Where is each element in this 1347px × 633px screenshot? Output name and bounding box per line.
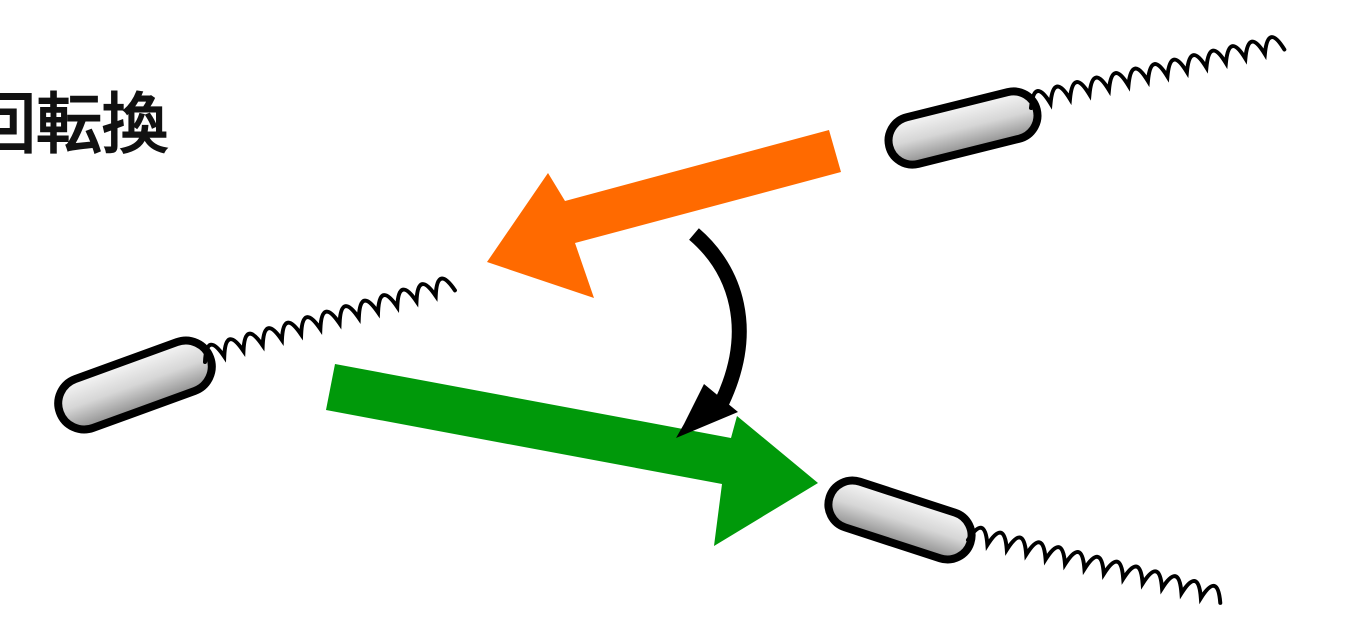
bacterium-icon xyxy=(824,476,1223,605)
flagellum-icon xyxy=(203,276,457,364)
bacterium-icon xyxy=(54,276,457,434)
turn-arrow-icon xyxy=(676,228,747,438)
orange-arrow xyxy=(487,130,841,298)
bacterium-icon xyxy=(884,35,1287,169)
flagellum-icon xyxy=(966,525,1223,605)
green-arrow xyxy=(326,364,818,546)
flagellum-icon xyxy=(1029,35,1287,111)
diagram-title: 回転換 xyxy=(0,86,168,163)
